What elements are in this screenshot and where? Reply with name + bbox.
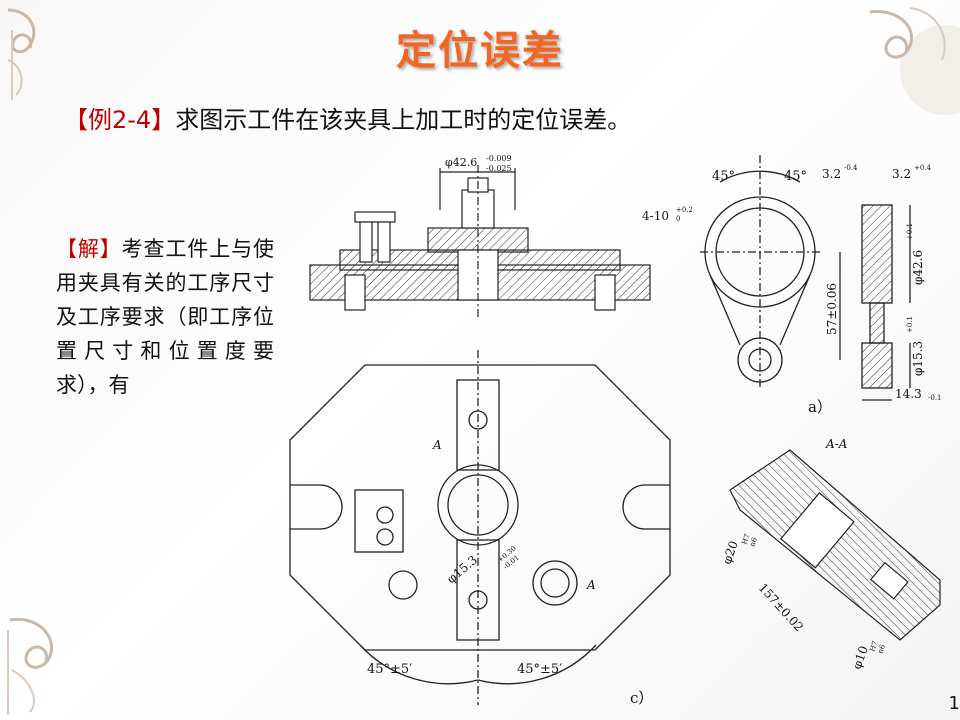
dim-phi10: φ10 xyxy=(850,644,871,671)
dim-57: 57±0.06 xyxy=(825,283,839,335)
dim-15-3-tol: +0.1 xyxy=(906,316,914,333)
workpiece-drawing-a: 45° 45° 4-10 +0.2 0 3.2 -0.4 3.2 +0.4 57… xyxy=(642,155,942,416)
page-number: 1 xyxy=(948,693,960,714)
section-a-a-label: A-A xyxy=(825,437,848,451)
dim-42-6-tol: +0.1 xyxy=(906,223,914,240)
solution-text-block: 【解】考查工件上与使用夹具有关的工序尺寸及工序要求（即工序位置尺寸和位置度要求）… xyxy=(56,232,274,402)
corner-ornament-top-right xyxy=(869,7,960,115)
corner-ornament-bottom-left xyxy=(7,617,54,715)
angle-a-left: 45° xyxy=(712,169,735,184)
dim-top-tol-lower: -0.025 xyxy=(486,164,512,173)
section-mark-top: A xyxy=(432,438,442,452)
dim-c-15-3: φ15.3 xyxy=(444,553,480,586)
dim-14-3-tol: -0.1 xyxy=(928,394,942,402)
fixture-plan-view-drawing: φ15.3 +0.30 -0.01 A A 45°±5′ 45°±5′ c） xyxy=(289,350,671,707)
width-left: 3.2 xyxy=(822,167,841,181)
figure-label-a: a） xyxy=(808,398,832,416)
section-a-a-drawing: A-A φ20 H7 n6 157±0.02 φ10 H7 n6 xyxy=(720,437,941,671)
width-left-tol: -0.4 xyxy=(844,164,858,172)
width-right: 3.2 xyxy=(892,167,911,181)
dim-top-tol-upper: -0.009 xyxy=(486,154,512,163)
dim-phi10-h7: H7 xyxy=(868,640,879,653)
dim-phi10-n6: n6 xyxy=(876,643,887,655)
problem-tag: 【例2-4】 xyxy=(64,106,176,134)
dim-15-3: φ15.3 xyxy=(911,341,925,376)
dim-phi20: φ20 xyxy=(720,539,741,566)
width-right-tol: +0.4 xyxy=(914,164,932,172)
dim-157: 157±0.02 xyxy=(756,581,806,635)
page-title: 定位误差 xyxy=(396,28,564,74)
solution-text: 考查工件上与使用夹具有关的工序尺寸及工序要求（即工序位置尺寸和位置度要求），有 xyxy=(56,237,275,397)
problem-statement: 【例2-4】求图示工件在该夹具上加工时的定位误差。 xyxy=(64,100,631,135)
problem-text: 求图示工件在该夹具上加工时的定位误差。 xyxy=(175,106,632,134)
angle-c-left: 45°±5′ xyxy=(367,662,412,677)
solution-tag: 【解】 xyxy=(56,237,122,261)
section-mark-bottom: A xyxy=(586,578,596,592)
dim-top-diameter: φ42.6 xyxy=(445,156,477,169)
slot-tol-upper: +0.2 xyxy=(676,206,693,214)
slot-dimension: 4-10 xyxy=(642,209,669,223)
corner-ornament-top-left xyxy=(7,8,36,100)
dim-phi20-h7: H7 xyxy=(740,533,751,546)
figure-label-c: c） xyxy=(630,689,653,707)
angle-a-right: 45° xyxy=(784,169,807,184)
angle-c-right: 45°±5′ xyxy=(517,662,562,677)
dim-phi20-n6: n6 xyxy=(748,536,759,548)
fixture-side-view-drawing: φ42.6 -0.009 -0.025 xyxy=(309,154,651,320)
dim-42-6: φ42.6 xyxy=(911,250,925,285)
slot-tol-lower: 0 xyxy=(676,215,680,223)
dim-14-3: 14.3 xyxy=(895,387,922,401)
